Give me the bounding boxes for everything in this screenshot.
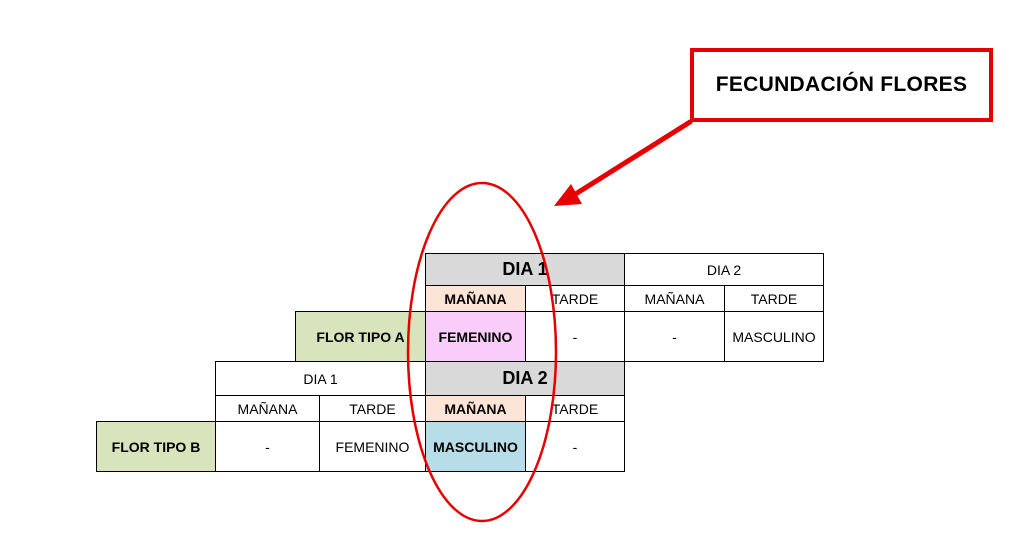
arrow-shaft [571,119,693,198]
flor-a-label: FLOR TIPO A [295,311,426,362]
flor-a-dia1-manana-value: FEMENINO [425,311,526,362]
flor-b-dia2-manana-header: MAÑANA [425,395,526,422]
flor-a-dia2-tarde-value: MASCULINO [724,311,824,362]
flor-a-dia1-manana-header: MAÑANA [425,285,526,312]
flor-b-label: FLOR TIPO B [96,421,216,472]
callout-title: FECUNDACIÓN FLORES [690,48,993,122]
flor-b-dia2-tarde-value: - [525,421,625,472]
flor-b-dia2-header: DIA 2 [425,361,625,396]
arrow-head [554,184,582,206]
highlight-ellipse [406,181,558,523]
flor-b-dia2-manana-value: MASCULINO [425,421,526,472]
